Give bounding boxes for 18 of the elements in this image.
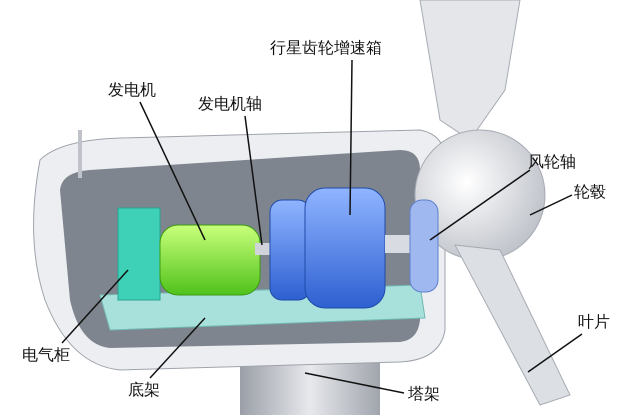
part-label: 轮毂 [574,182,606,202]
part-label: 电气柜 [22,345,70,365]
leader-line [530,194,572,216]
leader-line [61,270,129,344]
leader-line [430,169,530,241]
part-label: 发电机轴 [198,94,262,114]
part-label: 底架 [128,380,160,400]
part-label: 行星齿轮增速箱 [270,38,382,58]
part-label: 发电机 [108,80,156,100]
part-label: 叶片 [578,312,610,332]
leader-line [349,60,353,215]
leader-line [244,116,263,246]
part-label: 塔架 [408,384,440,404]
leader-line [149,318,206,378]
leader-line [139,102,206,240]
leader-line [528,333,582,373]
part-label: 风轮轴 [528,152,576,172]
leader-line [304,372,404,394]
